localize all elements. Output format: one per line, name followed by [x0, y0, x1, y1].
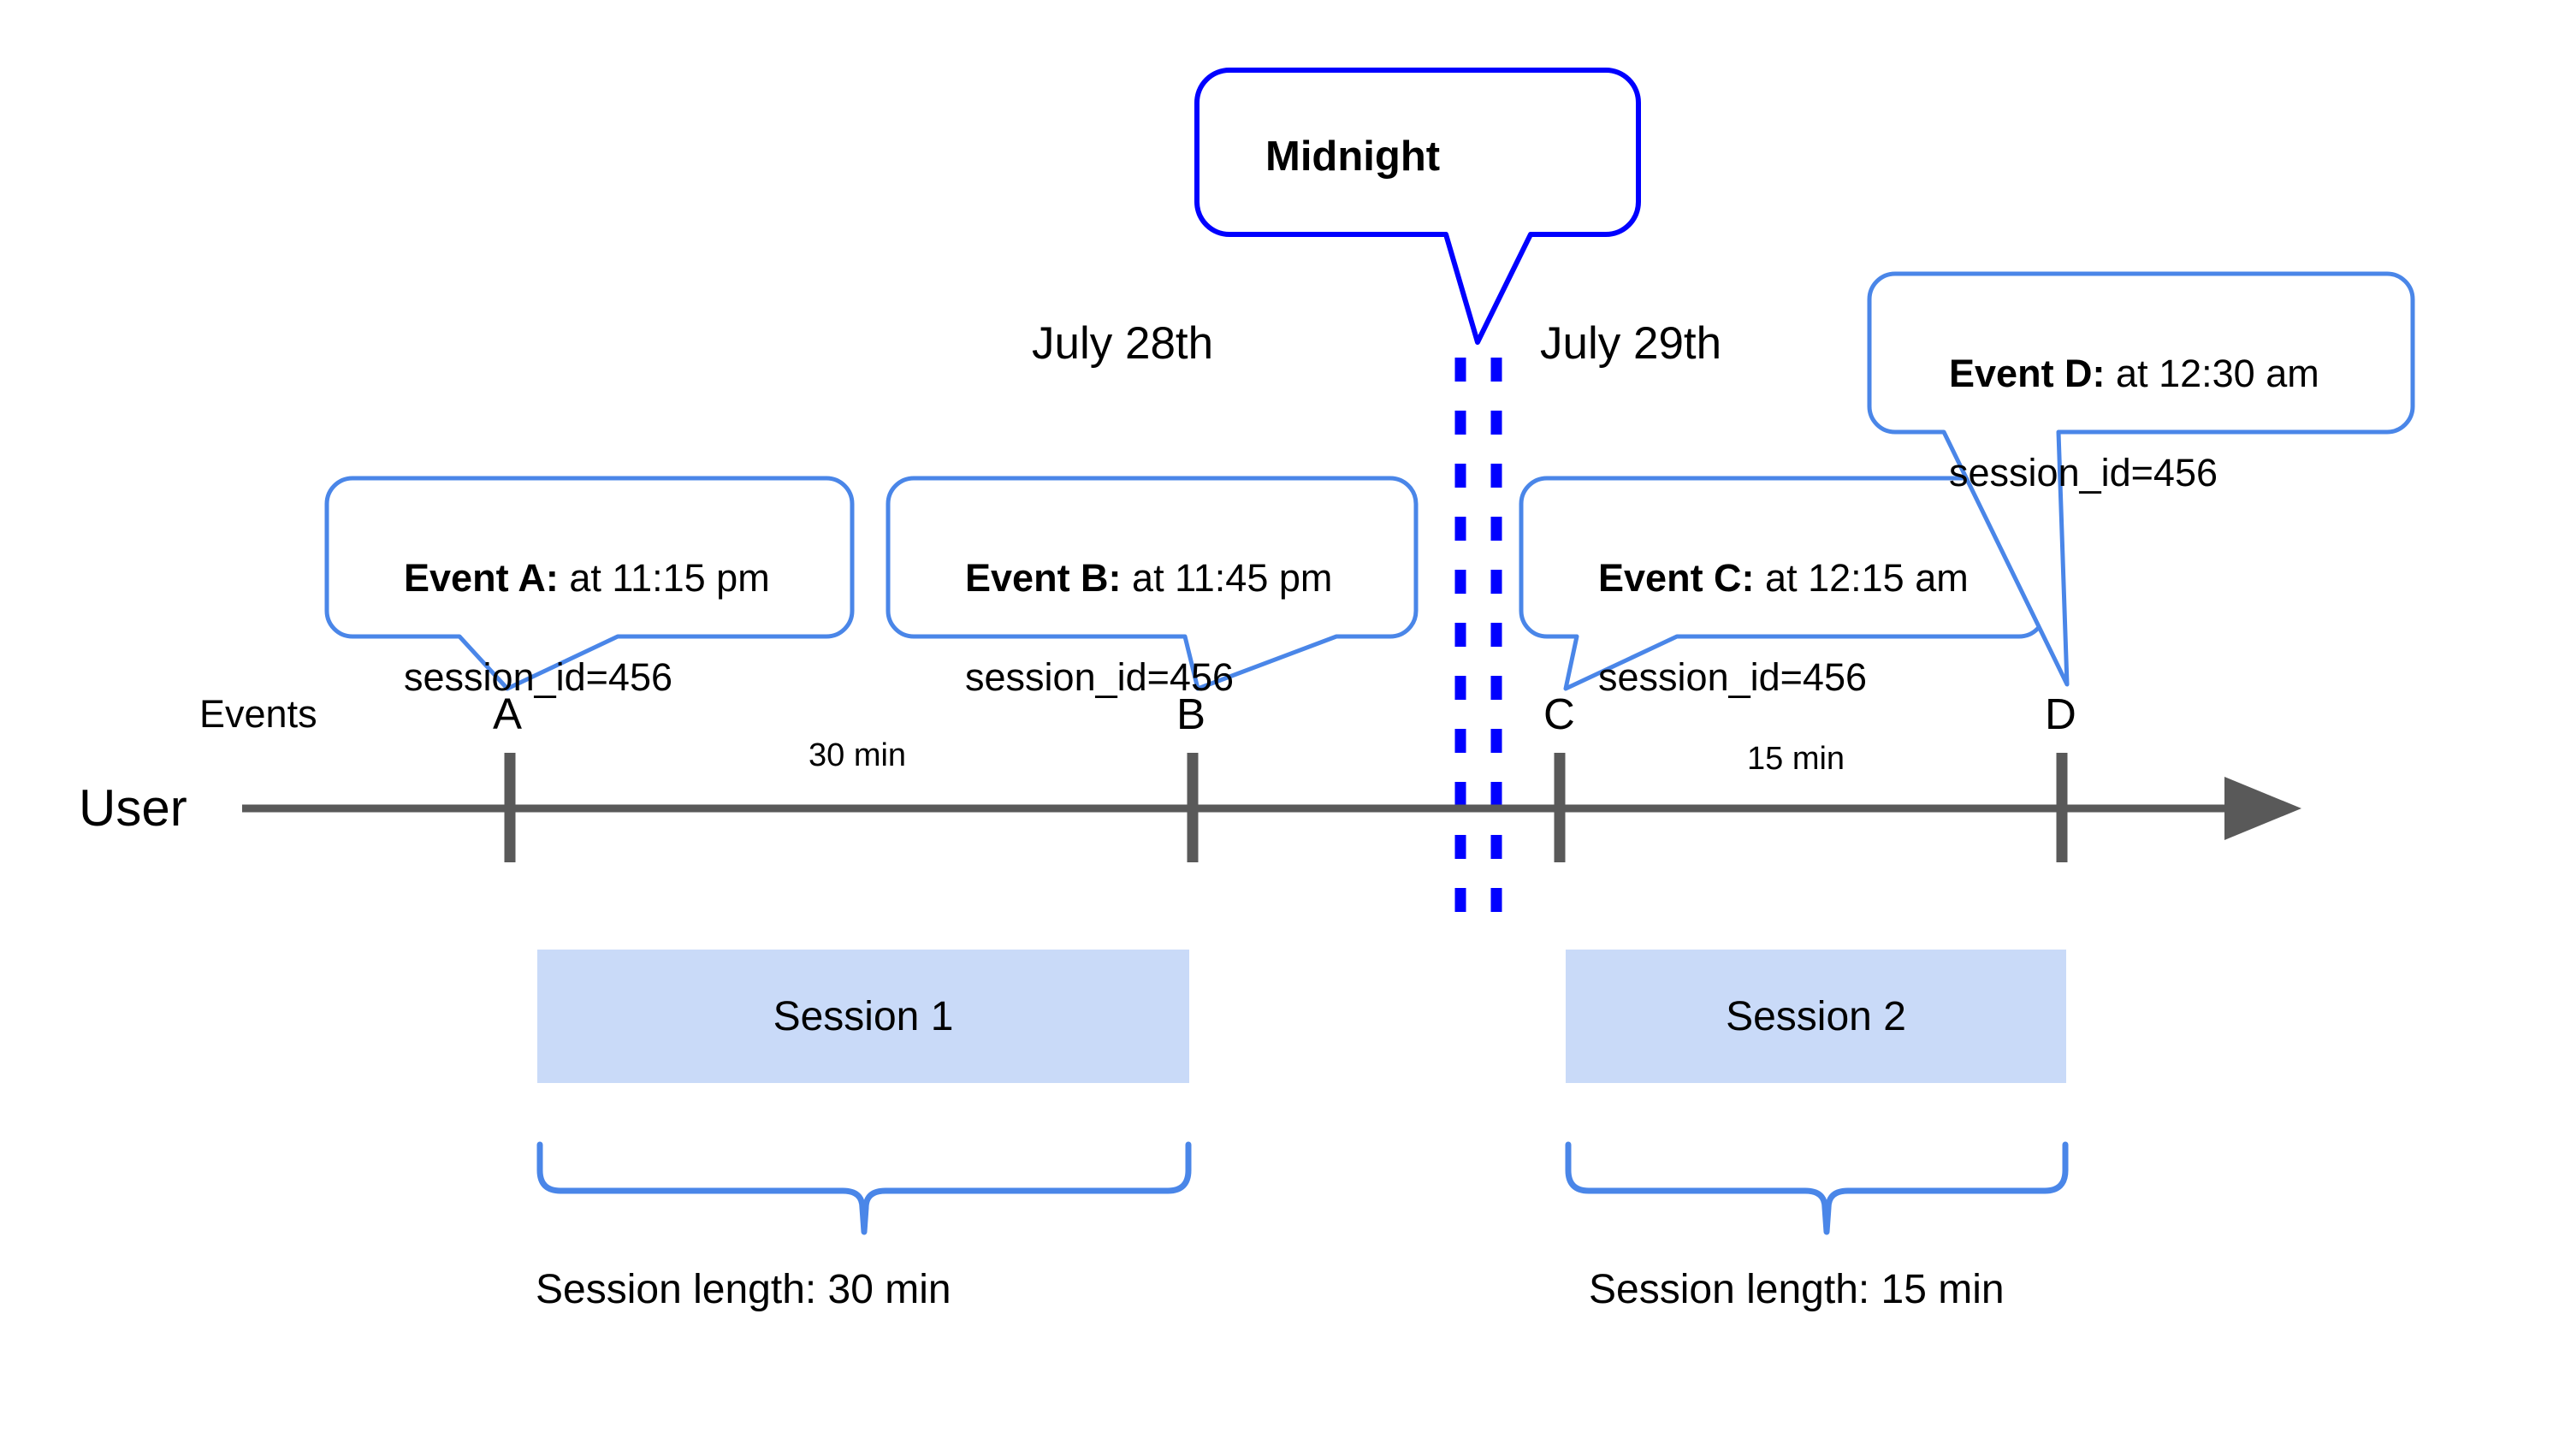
session-2-length-label: Session length: 15 min — [1589, 1267, 2005, 1312]
event-d-callout-shape[interactable] — [1867, 271, 2415, 687]
event-b-callout-text: Event B: at 11:45 pm session_id=456 — [922, 504, 1332, 752]
date-label-july-28: July 28th — [1032, 318, 1214, 369]
event-b-callout-shape[interactable] — [886, 476, 1419, 691]
event-a-detail: at 11:15 pm — [558, 556, 770, 600]
event-b-callout-outline — [886, 476, 1419, 691]
session-1-brace — [536, 1141, 1192, 1235]
event-a-callout-outline — [324, 476, 855, 691]
midnight-callout-label: Midnight — [1265, 133, 1441, 180]
event-d-callout-text: Event D: at 12:30 am session_id=456 — [1906, 299, 2319, 547]
midnight-callout-outline — [1194, 68, 1641, 345]
tick-letter-d: D — [2045, 690, 2076, 738]
event-a-line2: session_id=456 — [404, 655, 673, 699]
session-2-box[interactable]: Session 2 — [1566, 950, 2066, 1083]
tick-letter-c: C — [1543, 690, 1575, 738]
date-label-july-29: July 29th — [1540, 318, 1722, 369]
session-1-length-label: Session length: 30 min — [536, 1267, 951, 1312]
event-b-line2: session_id=456 — [965, 655, 1235, 699]
events-row-label: Events — [199, 692, 317, 736]
midnight-dashed-lines — [1454, 358, 1502, 922]
session-2-brace — [1565, 1141, 2069, 1235]
session-2-brace-path — [1565, 1141, 2069, 1235]
event-c-callout-text: Event C: at 12:15 am session_id=456 — [1555, 504, 1969, 752]
event-b-bold-label: Event B: — [965, 556, 1122, 600]
timeline-axis — [242, 753, 2301, 862]
event-a-bold-label: Event A: — [404, 556, 559, 600]
duration-label-30-min: 30 min — [809, 737, 907, 773]
event-d-bold-label: Event D: — [1949, 352, 2106, 395]
event-d-detail: at 12:30 am — [2105, 352, 2319, 395]
event-a-callout-shape[interactable] — [324, 476, 855, 691]
event-d-line2: session_id=456 — [1949, 451, 2218, 494]
event-c-detail: at 12:15 am — [1754, 556, 1969, 600]
tick-letter-a: A — [493, 690, 523, 738]
duration-label-15-min: 15 min — [1747, 741, 1845, 777]
timeline-arrow-head — [2224, 777, 2301, 840]
session-2-box-label: Session 2 — [1726, 993, 1906, 1039]
session-1-brace-path — [536, 1141, 1192, 1235]
tick-letter-b: B — [1176, 690, 1206, 738]
event-b-detail: at 11:45 pm — [1121, 556, 1333, 600]
event-c-line2: session_id=456 — [1598, 655, 1868, 699]
session-1-box[interactable]: Session 1 — [537, 950, 1189, 1083]
session-1-box-label: Session 1 — [773, 993, 954, 1039]
user-row-label: User — [79, 779, 187, 837]
event-a-callout-text: Event A: at 11:15 pm session_id=456 — [361, 504, 770, 752]
midnight-callout-shape[interactable] — [1194, 68, 1641, 345]
event-d-callout-outline — [1867, 271, 2415, 687]
event-c-bold-label: Event C: — [1598, 556, 1755, 600]
